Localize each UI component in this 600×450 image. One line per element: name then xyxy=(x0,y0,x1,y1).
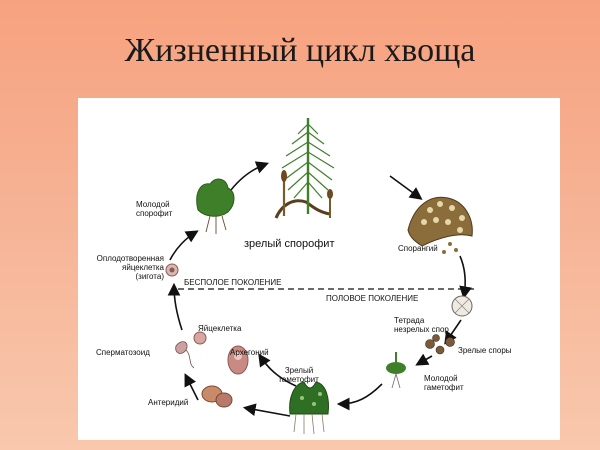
label-mature-gametophyte-line1: Зрелый xyxy=(284,366,314,375)
arrow-young-to-mature-gametophyte xyxy=(336,383,383,411)
spermatozoid-illustration xyxy=(175,341,195,369)
young-sporophyte-illustration xyxy=(196,178,235,234)
arrow-egg-to-zygote xyxy=(167,282,183,331)
label-sexual-generation: ПОЛОВОЕ ПОКОЛЕНИЕ xyxy=(326,294,419,303)
arrow-gametophyte-to-antheridium xyxy=(242,403,291,417)
antheridium-illustration xyxy=(201,385,233,408)
mature-spores-illustration xyxy=(425,334,455,355)
archegonium-illustration xyxy=(227,345,249,375)
arrow-sporangium-to-tetrad xyxy=(459,255,472,300)
label-spermatozoid: Сперматозоид xyxy=(96,348,150,357)
arrow-gametophyte-to-archegonium xyxy=(258,353,297,387)
label-young-gametophyte-line1: Молодой xyxy=(424,374,458,383)
mature-sporophyte-illustration xyxy=(274,118,335,219)
label-young-gametophyte-line2: гаметофит xyxy=(424,383,464,392)
egg-cell-illustration xyxy=(193,331,207,345)
label-asexual-generation: БЕСПОЛОЕ ПОКОЛЕНИЕ xyxy=(184,278,282,287)
life-cycle-diagram: зрелый спорофит Спорангий Тетрада незрел… xyxy=(78,98,560,440)
label-zygote-line1: Оплодотворенная xyxy=(96,254,164,263)
label-mature-sporophyte: зрелый спорофит xyxy=(244,238,335,250)
arrow-spores-to-young-gametophyte xyxy=(415,353,433,366)
label-archegonium: Архегоний xyxy=(230,348,269,357)
young-gametophyte-illustration xyxy=(386,352,406,389)
label-sporangium: Спорангий xyxy=(398,244,438,253)
label-tetrad-line1: Тетрада xyxy=(394,316,425,325)
sporangium-illustration xyxy=(407,196,473,254)
diagram-artwork xyxy=(165,118,476,435)
label-young-sporophyte-line1: Молодой xyxy=(136,200,170,209)
label-zygote-line2: яйцеклетка xyxy=(122,263,164,272)
mature-gametophyte-illustration xyxy=(289,381,329,435)
label-egg-cell: Яйцеклетка xyxy=(198,324,242,333)
arrow-zygote-to-young-sporophyte xyxy=(169,230,199,261)
label-zygote-line3: (зигота) xyxy=(135,272,164,281)
label-young-sporophyte-line2: спорофит xyxy=(136,209,173,218)
arrow-young-to-mature-sporophyte xyxy=(227,161,269,195)
label-mature-gametophyte-line2: гаметофит xyxy=(279,375,319,384)
zygote-illustration xyxy=(165,263,179,277)
label-mature-spores: Зрелые споры xyxy=(458,346,512,355)
slide-title: Жизненный цикл хвоща xyxy=(124,32,476,69)
tetrad-illustration xyxy=(451,295,473,317)
arrow-antheridium-to-spermatozoid xyxy=(184,373,199,401)
arrow-sporophyte-to-sporangium xyxy=(389,175,423,200)
label-antheridium: Антеридий xyxy=(148,398,189,407)
label-tetrad-line2: незрелых спор xyxy=(394,325,449,334)
